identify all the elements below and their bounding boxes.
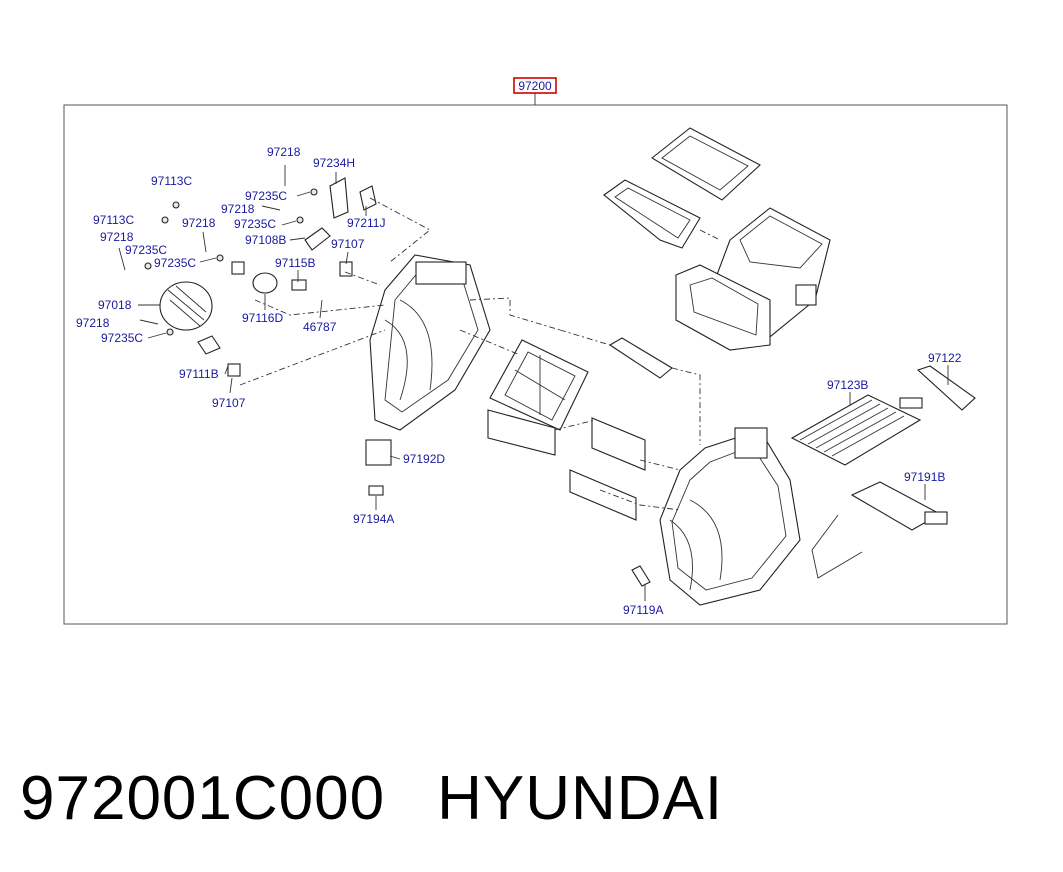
label-97122[interactable]: 97122 — [928, 351, 962, 365]
label-97235C[interactable]: 97235C — [234, 217, 276, 231]
label-97218[interactable]: 97218 — [76, 316, 110, 330]
label-97218[interactable]: 97218 — [221, 202, 255, 216]
part-97119A — [631, 565, 651, 587]
module-97192D — [365, 439, 392, 466]
label-97115B[interactable]: 97115B — [275, 256, 315, 270]
label-97192D[interactable]: 97192D — [403, 452, 445, 466]
part-labels: 97218 97234H 97113C 97235C 97218 97211J … — [76, 145, 962, 617]
label-97113C[interactable]: 97113C — [151, 174, 192, 188]
filter-frame-lower — [603, 179, 701, 249]
part-97122 — [916, 365, 976, 411]
label-97123B[interactable]: 97123B — [827, 378, 868, 392]
blower-cover — [159, 281, 213, 331]
diagram-frame — [63, 104, 1008, 625]
footer-brand: HYUNDAI — [437, 764, 724, 833]
intake-lower — [675, 264, 771, 351]
leader-lines — [138, 172, 949, 601]
filter-housing-center — [489, 339, 589, 431]
label-97218[interactable]: 97218 — [100, 230, 134, 244]
label-97218[interactable]: 97218 — [182, 216, 216, 230]
label-97018[interactable]: 97018 — [98, 298, 132, 312]
filter-frame-top — [651, 127, 761, 201]
link-rod — [811, 514, 863, 579]
product-caption: 972001C000 HYUNDAI — [20, 763, 775, 834]
link-97211J — [359, 185, 377, 211]
lever-97108B — [304, 227, 331, 251]
assembly-lines — [239, 197, 721, 511]
footer-part-number: 972001C000 — [20, 764, 386, 833]
mode-door-a — [487, 409, 556, 456]
label-97194A[interactable]: 97194A — [353, 512, 394, 526]
label-97234H[interactable]: 97234H — [313, 156, 355, 170]
label-97235C[interactable]: 97235C — [101, 331, 143, 345]
label-97235C[interactable]: 97235C — [245, 189, 287, 203]
label-97116D[interactable]: 97116D — [242, 311, 283, 325]
mode-door-b — [591, 417, 646, 471]
mode-door-c — [569, 469, 637, 521]
label-97235C[interactable]: 97235C — [125, 243, 167, 257]
lever-97234H — [329, 177, 349, 219]
label-97191B[interactable]: 97191B — [904, 470, 945, 484]
label-97218[interactable]: 97218 — [267, 145, 301, 159]
lever-97111B — [197, 335, 221, 355]
label-97107[interactable]: 97107 — [212, 396, 246, 410]
label-97211J[interactable]: 97211J — [347, 216, 385, 230]
assembly-number: 97200 — [518, 79, 552, 93]
label-46787[interactable]: 46787 — [303, 320, 337, 334]
label-97113C[interactable]: 97113C — [93, 213, 134, 227]
temp-door — [608, 337, 673, 379]
label-97111B[interactable]: 97111B — [179, 367, 219, 381]
assembly-callout[interactable]: 97200 — [513, 77, 557, 105]
label-97235C[interactable]: 97235C — [154, 256, 196, 270]
part-97194A — [368, 485, 384, 496]
label-97107[interactable]: 97107 — [331, 237, 365, 251]
heater-core — [790, 394, 922, 466]
actuator-97116D — [252, 272, 278, 294]
label-97108B[interactable]: 97108B — [245, 233, 286, 247]
part-shapes — [118, 127, 976, 606]
heater-case-right — [659, 429, 801, 606]
label-97119A[interactable]: 97119A — [623, 603, 663, 617]
clip-97115B — [291, 279, 307, 291]
clip-97107-b — [227, 363, 241, 377]
